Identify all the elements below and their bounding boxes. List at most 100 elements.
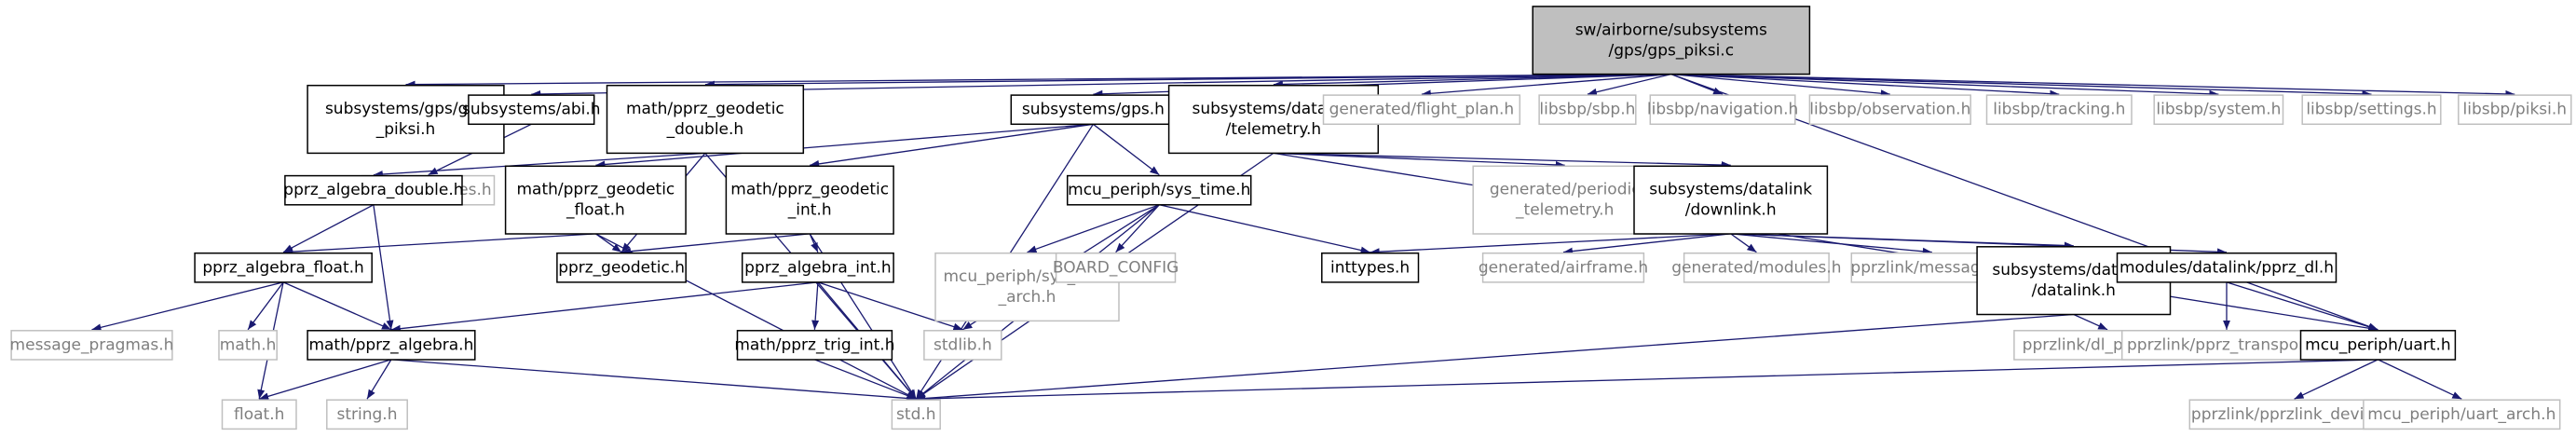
edge-downlink-to-modules [1730,233,1757,253]
node-label: generated/periodic [1490,181,1641,199]
node-pprz-geodetic[interactable]: pprz_geodetic.h [556,252,687,283]
edge-downlink-to-messages [1730,233,1932,255]
node-label: subsystems/gps/gps [325,100,486,118]
node-box [194,252,373,283]
node-pprz-algebra[interactable]: math/pprz_algebra.h [307,330,476,361]
node-box [2458,94,2572,126]
node-datalink-h[interactable]: subsystems/datalink/datalink.h [1976,246,2172,316]
node-sys-time[interactable]: mcu_periph/sys_time.h [1066,174,1252,206]
node-message-pragmas[interactable]: message_pragmas.h [10,330,174,361]
node-box [1322,94,1521,126]
node-geodetic-int[interactable]: math/pprz_geodetic_int.h [725,165,894,235]
node-airframe[interactable]: generated/airframe.h [1479,252,1648,283]
edge-algebra-float-to-math-h [247,281,284,331]
node-label: _float.h [566,201,625,220]
node-label: subsystems/datalink [1992,261,2155,280]
node-label: libsbp/settings.h [2306,101,2436,119]
node-box [1010,94,1177,126]
node-sbp[interactable]: libsbp/sbp.h [1538,94,1637,126]
edge-sys-time-to-board-config [1115,204,1160,253]
node-box [1649,94,1796,126]
node-label: BOARD_CONFIG [1053,258,1179,277]
edge-pprz-algebra-to-float-h [259,359,392,401]
node-algebra-double[interactable]: pprz_algebra_double.h [283,174,464,206]
edge-algebra-float-to-pprz-algebra [282,281,392,331]
node-box [468,94,595,126]
node-box [2301,94,2442,126]
edge-gps-h-to-sys-time [1093,123,1160,176]
node-geodetic-double[interactable]: math/pprz_geodetic_double.h [606,84,805,155]
node-modules[interactable]: generated/modules.h [1671,252,1842,283]
node-gps-h[interactable]: subsystems/gps.h [1010,94,1177,126]
node-box [1538,94,1637,126]
node-box [2153,94,2284,126]
node-tracking[interactable]: libsbp/tracking.h [1985,94,2133,126]
node-box [1633,165,1829,235]
node-periodic-telemetry[interactable]: generated/periodic _telemetry.h [1472,165,1657,235]
node-settings[interactable]: libsbp/settings.h [2301,94,2442,126]
edge-geodetic-double-to-algebra-double [373,152,705,178]
edge-root-to-piksi [1670,73,2515,98]
edge-geodetic-float-to-algebra-float [283,233,596,256]
node-system[interactable]: libsbp/system.h [2153,94,2284,126]
node-label: string.h [337,405,398,424]
node-label: inttypes.h [1330,258,1410,277]
node-label: _double.h [666,120,744,139]
edge-gps-h-to-geodetic-int [810,123,1094,168]
node-board-config[interactable]: BOARD_CONFIG [1053,252,1179,283]
node-label: pprz_algebra_int.h [744,258,891,277]
edge-pprz-dl-to-uart [2226,281,2378,331]
node-flight-plan[interactable]: generated/flight_plan.h [1322,94,1521,126]
node-label: float.h [234,405,284,424]
node-label: /downlink.h [1685,201,1777,220]
node-stdlib[interactable]: stdlib.h [923,330,1002,361]
edge-uart-to-pprzlink-device [2294,359,2378,400]
node-label: /gps/gps_piksi.c [1609,41,1735,60]
node-uart-arch[interactable]: mcu_periph/uart_arch.h [2363,399,2561,430]
node-float-h[interactable]: float.h [221,399,297,430]
node-box [1055,252,1177,283]
node-piksi[interactable]: libsbp/piksi.h [2458,94,2572,126]
node-downlink[interactable]: subsystems/datalink/downlink.h [1633,165,1829,235]
node-label: subsystems/datalink [1192,100,1355,118]
node-geodetic-float[interactable]: math/pprz_geodetic _float.h [504,165,687,235]
edge-algebra-float-to-message-pragmas [91,281,284,332]
node-label: pprzlink/pprz_transport.h [2127,335,2326,354]
node-algebra-int[interactable]: pprz_algebra_int.h [741,252,894,283]
node-trig-int[interactable]: math/pprz_trig_int.h [734,330,894,361]
node-string-h[interactable]: string.h [326,399,408,430]
node-inttypes[interactable]: inttypes.h [1321,252,1420,283]
node-label: _telemetry.h [1515,201,1614,220]
node-box [1683,252,1830,283]
node-box [1808,94,1971,126]
node-box [2363,399,2561,430]
node-root[interactable]: sw/airborne/subsystems/gps/gps_piksi.c [1532,6,1811,75]
edge-algebra-double-to-pprz-algebra [373,204,394,330]
edge-algebra-int-to-stdlib [817,281,963,331]
node-label: mcu_periph/sys_time.h [1068,181,1250,199]
node-label: generated/flight_plan.h [1329,101,1515,119]
node-box [221,399,297,430]
node-label: math/pprz_geodetic [517,181,675,199]
node-layer: sw/airborne/subsystems/gps/gps_piksi.csu… [10,6,2572,430]
node-box [2299,330,2457,361]
node-label: modules/datalink/pprz_dl.h [2119,258,2334,277]
node-label: _arch.h [998,288,1056,307]
edge-telemetry-h-to-periodic-telemetry [1273,152,1565,169]
node-pprz-transport[interactable]: pprzlink/pprz_transport.h [2120,330,2333,361]
node-label: stdlib.h [934,335,992,354]
node-label: libsbp/sbp.h [1539,101,1635,119]
node-abi-h[interactable]: subsystems/abi.h [462,94,601,126]
node-box [556,252,687,283]
node-pprz-dl[interactable]: modules/datalink/pprz_dl.h [2116,252,2337,283]
node-label: pprzlink/pprzlink_device.h [2191,405,2397,424]
node-uart[interactable]: mcu_periph/uart.h [2299,330,2457,361]
node-observation[interactable]: libsbp/observation.h [1808,94,1971,126]
node-label: subsystems/datalink [1649,181,1812,199]
node-std-h[interactable]: std.h [891,399,941,430]
node-label: math/pprz_algebra.h [308,335,473,354]
node-math-h[interactable]: math.h [218,330,278,361]
edge-root-to-flight-plan [1421,73,1671,98]
node-navigation[interactable]: libsbp/navigation.h [1647,94,1798,126]
node-algebra-float[interactable]: pprz_algebra_float.h [194,252,373,283]
